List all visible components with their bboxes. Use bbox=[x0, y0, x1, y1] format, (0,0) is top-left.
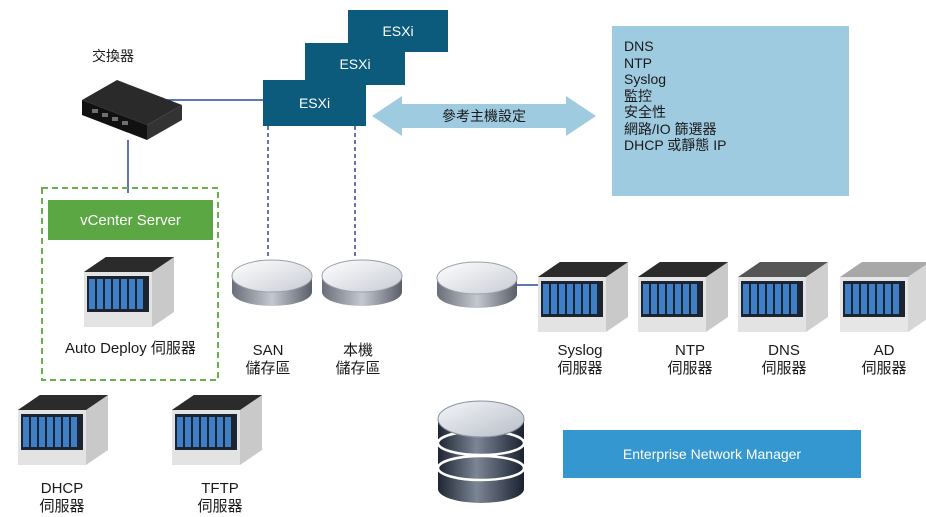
tftp-server-label-line2: 伺服器 bbox=[197, 498, 243, 515]
host-profile-item: 監控 bbox=[624, 87, 652, 104]
ntp-server-label: NTP 伺服器 bbox=[650, 342, 730, 378]
host-profile-item: NTP bbox=[624, 54, 652, 71]
dns-server-label-line2: 伺服器 bbox=[761, 360, 807, 377]
host-profile-panel: DNS NTP Syslog 監控 安全性 網路/IO 篩選器 DHCP 或靜態… bbox=[612, 26, 849, 196]
syslog-server-label-line2: 伺服器 bbox=[557, 360, 603, 377]
local-storage-label: 本機 儲存區 bbox=[318, 342, 398, 378]
dns-server-icon bbox=[738, 262, 828, 332]
host-profile-item: 網路/IO 篩選器 bbox=[624, 120, 717, 137]
ntp-server-label-line1: NTP bbox=[675, 342, 705, 359]
esxi-host-box-middle[interactable]: ESXi bbox=[305, 43, 405, 85]
tftp-server-label: TFTP 伺服器 bbox=[180, 480, 260, 516]
syslog-server-icon bbox=[538, 262, 628, 332]
esxi-label: ESXi bbox=[298, 95, 331, 111]
tftp-server-icon bbox=[172, 395, 262, 465]
local-storage-label-line2: 儲存區 bbox=[335, 360, 381, 377]
ad-server-icon bbox=[840, 262, 926, 332]
dhcp-server-icon bbox=[18, 395, 108, 465]
host-profile-item: DNS bbox=[624, 38, 654, 54]
esxi-label: ESXi bbox=[382, 23, 414, 39]
reference-arrow-shape bbox=[372, 96, 596, 136]
database-icon bbox=[436, 400, 526, 503]
san-storage-label: SAN 儲存區 bbox=[228, 342, 308, 378]
ad-server-label-line2: 伺服器 bbox=[861, 360, 907, 377]
tftp-server-label-line1: TFTP bbox=[201, 480, 239, 497]
switch-icon bbox=[82, 80, 182, 140]
dhcp-server-label-line2: 伺服器 bbox=[39, 498, 85, 515]
vcenter-label: vCenter Server bbox=[80, 211, 181, 229]
local-storage-icon bbox=[321, 259, 403, 307]
vcenter-group-border bbox=[41, 187, 219, 381]
dns-server-label-line1: DNS bbox=[768, 342, 800, 359]
dns-server-label: DNS 伺服器 bbox=[744, 342, 824, 378]
ntp-server-label-line2: 伺服器 bbox=[667, 360, 713, 377]
auto-deploy-label: Auto Deploy 伺服器 bbox=[65, 340, 196, 357]
ntp-server-icon bbox=[638, 262, 728, 332]
host-profile-item: Syslog bbox=[624, 71, 667, 87]
vcenter-server-box[interactable]: vCenter Server bbox=[48, 200, 213, 240]
enterprise-network-manager-box[interactable]: Enterprise Network Manager bbox=[563, 430, 861, 478]
enterprise-network-manager-label: Enterprise Network Manager bbox=[622, 446, 802, 462]
san-storage-label-line2: 儲存區 bbox=[245, 360, 291, 377]
san-storage-icon bbox=[231, 259, 313, 307]
esxi-label: ESXi bbox=[339, 56, 371, 72]
esxi-host-box-front[interactable]: ESXi bbox=[263, 80, 366, 126]
host-profile-item: 安全性 bbox=[624, 104, 666, 120]
ad-server-label-line1: AD bbox=[873, 342, 895, 359]
dhcp-server-label-line1: DHCP bbox=[40, 480, 84, 497]
reference-arrow-label: 參考主機設定 bbox=[442, 108, 526, 124]
auto-deploy-server-icon bbox=[84, 257, 174, 327]
switch-label: 交換器 bbox=[92, 48, 134, 64]
syslog-server-label-line1: Syslog bbox=[557, 342, 603, 359]
local-storage-label-line1: 本機 bbox=[342, 342, 373, 359]
host-profile-item: DHCP 或靜態 IP bbox=[624, 137, 727, 153]
san-storage-label-line1: SAN bbox=[252, 342, 284, 359]
ad-server-label: AD 伺服器 bbox=[844, 342, 924, 378]
shared-storage-icon bbox=[436, 261, 518, 309]
dhcp-server-label: DHCP 伺服器 bbox=[22, 480, 102, 516]
syslog-server-label: Syslog 伺服器 bbox=[540, 342, 620, 378]
